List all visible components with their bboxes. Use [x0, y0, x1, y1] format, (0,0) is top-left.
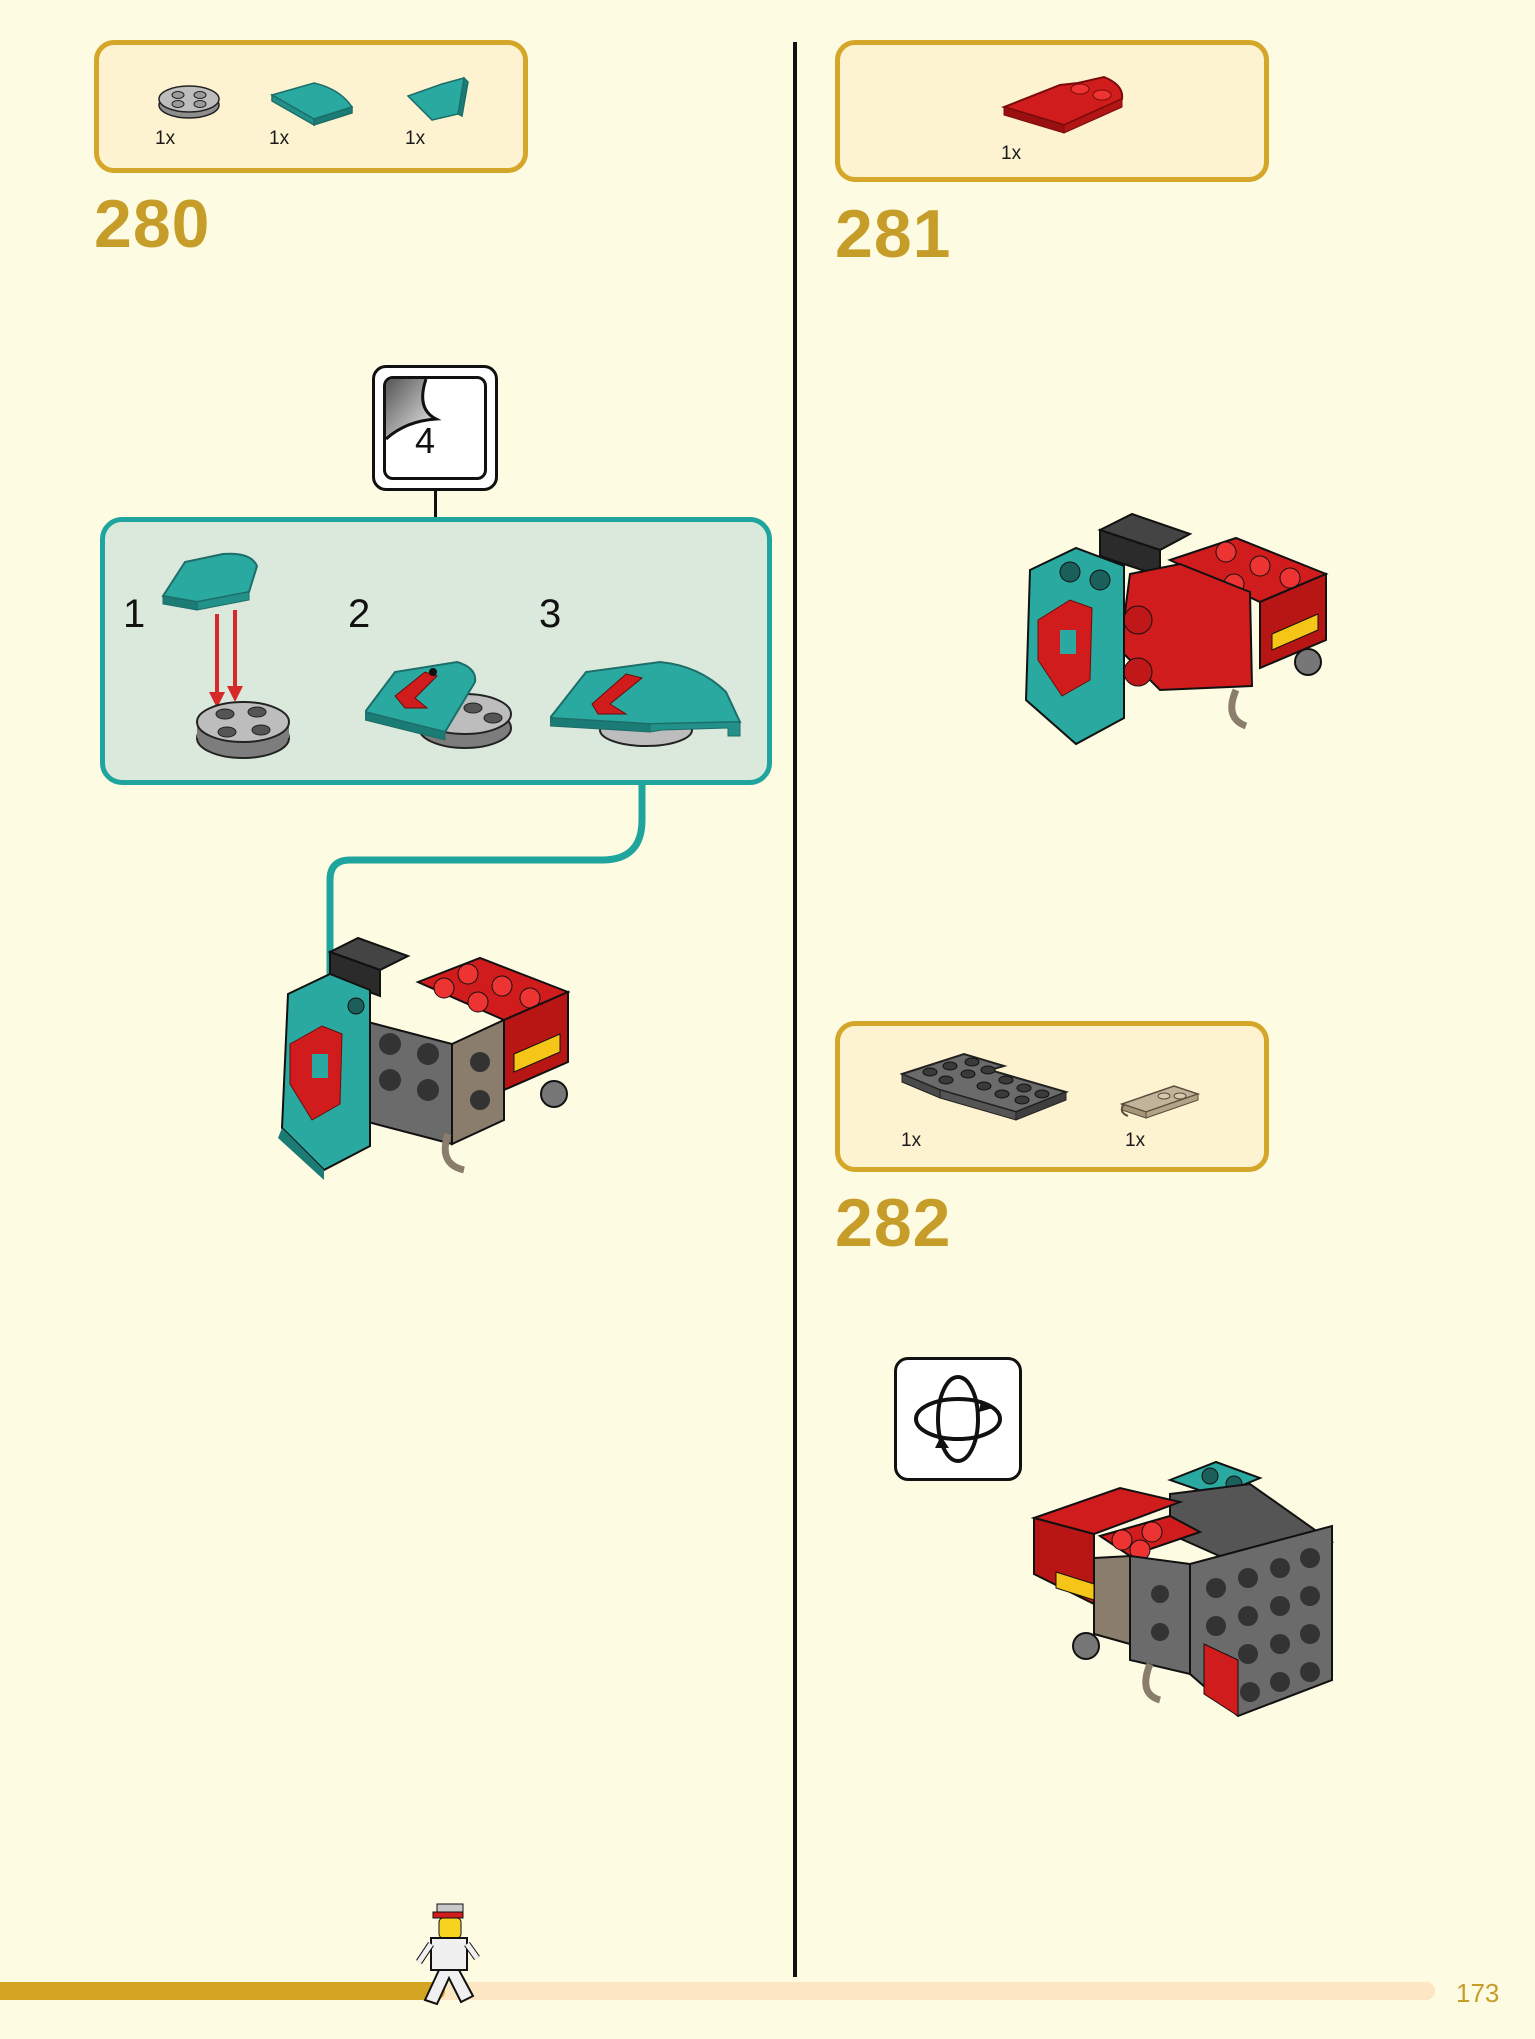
- step-282-parts-box: 1x 1x: [835, 1021, 1269, 1172]
- substep-1-label: 1: [123, 592, 146, 636]
- sticker-number: 4: [415, 420, 436, 461]
- substep-2-illustration: [365, 660, 512, 749]
- subassembly-box: 1 2 3: [100, 517, 772, 785]
- step-281-parts-box: 1x: [835, 40, 1269, 182]
- part-qty: 1x: [1001, 143, 1022, 164]
- part-qty: 1x: [1125, 1130, 1146, 1151]
- sticker-callout: 4: [372, 365, 498, 491]
- substep-3-label: 3: [539, 592, 562, 636]
- substep-2-label: 2: [348, 592, 371, 636]
- minifigure-progress-marker-icon: [416, 1903, 480, 2006]
- substep-3-illustration: [550, 660, 742, 747]
- step-280-parts-box: 1x 1x 1x: [94, 40, 528, 173]
- round-plate-2x2-icon: [158, 85, 220, 119]
- part-qty: 1x: [405, 128, 426, 149]
- part-qty: 1x: [155, 128, 176, 149]
- step-number-282: 282: [835, 1185, 952, 1261]
- tan-clip-plate-icon: [1119, 1085, 1201, 1119]
- sticker-sheet-icon: [383, 376, 487, 480]
- dark-gray-corner-plate-icon: [900, 1052, 1070, 1121]
- model-step-282-illustration: [1030, 1460, 1335, 1718]
- part-qty: 1x: [269, 128, 290, 149]
- step-number-281: 281: [835, 196, 952, 272]
- progress-fill: [0, 1982, 445, 2000]
- red-wedge-plate-icon: [1000, 75, 1124, 134]
- step-number-280: 280: [94, 186, 211, 262]
- column-divider: [793, 42, 797, 1977]
- model-step-281-illustration: [1024, 512, 1329, 746]
- page-number: 173: [1456, 1978, 1500, 2008]
- model-step-280-illustration: [278, 936, 571, 1180]
- curved-slope-icon: [270, 82, 354, 127]
- substep-1-illustration: [161, 552, 290, 759]
- part-qty: 1x: [901, 1130, 922, 1151]
- curved-slope-wedge-icon: [406, 76, 469, 121]
- rotate-model-icon: [894, 1357, 1022, 1481]
